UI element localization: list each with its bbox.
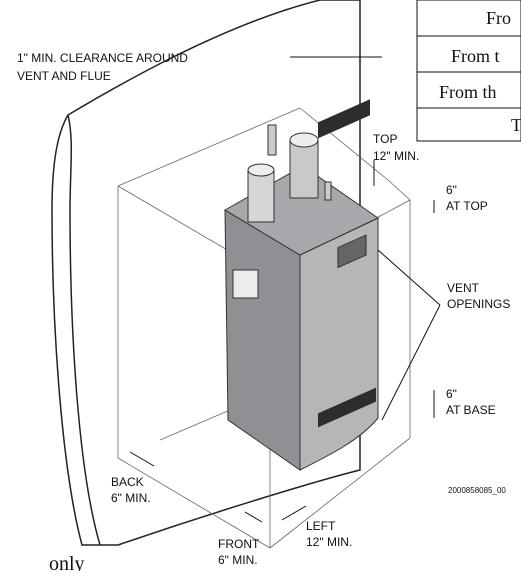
flue-clearance-label-2: VENT AND FLUE [17,69,111,83]
dimension-lines [129,56,441,523]
at-base-label-2: AT BASE [446,403,496,417]
table-row-4: T [511,115,521,135]
footer-text: only [49,553,85,571]
vent-openings-label-2: OPENINGS [447,297,510,311]
wall-edge [51,114,100,546]
left-clearance-label-1: LEFT [306,519,336,533]
front-clearance-label-2: 6" MIN. [218,553,258,567]
heater-top [224,165,379,256]
part-number: 2000858085_00 [448,486,506,495]
front-clearance-label-1: FRONT [218,537,260,551]
table-row-2: From t [451,46,500,66]
top-vent-opening [318,99,370,139]
electrical-box [232,269,259,299]
at-top-label-2: AT TOP [446,199,488,213]
table-row-1: Fro [486,8,511,28]
back-clearance-label-2: 6" MIN. [111,491,151,505]
table-row-3: From th [439,82,497,102]
control-display [337,234,367,269]
back-clearance-label-1: BACK [111,475,144,489]
left-clearance-label-2: 12" MIN. [306,535,352,549]
bottom-vent-opening [318,387,376,428]
vent-openings-label-1: VENT [447,281,480,295]
at-top-label-1: 6" [446,183,457,197]
flue-clearance-label-1: 1" MIN. CLEARANCE AROUND [17,51,188,65]
top-clearance-label-1: TOP [373,132,397,146]
at-base-label-1: 6" [446,387,457,401]
top-clearance-label-2: 12" MIN. [373,149,419,163]
table-fragment: Fro From t From th T [416,0,521,142]
flue-pipes [247,124,332,223]
